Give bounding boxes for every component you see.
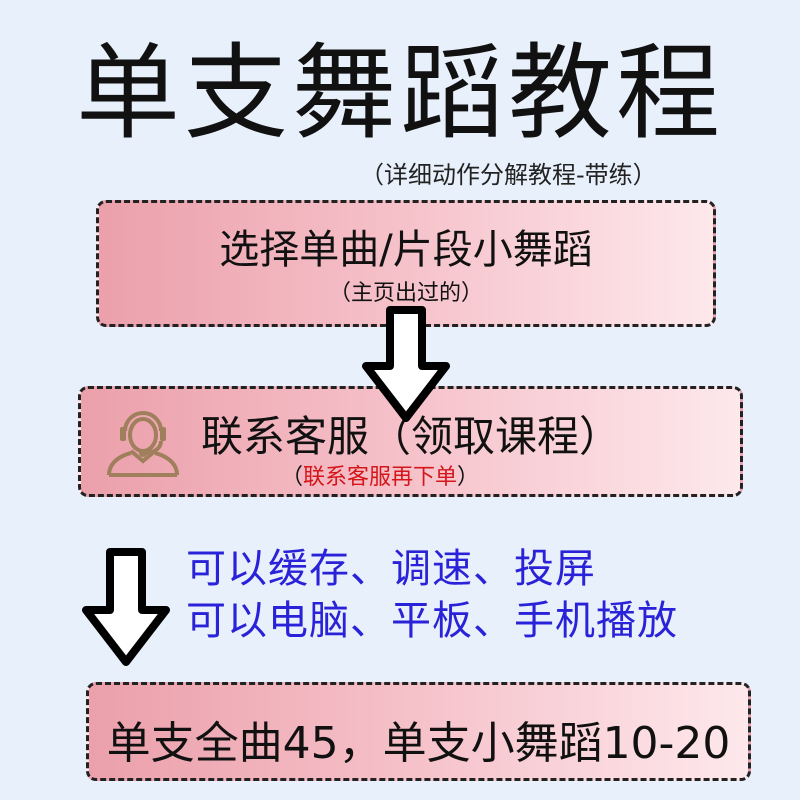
- step-select-dance: 选择单曲/片段小舞蹈 （主页出过的）: [96, 200, 716, 327]
- step1-note: （主页出过的）: [328, 281, 483, 306]
- step1-text: 选择单曲/片段小舞蹈: [219, 227, 593, 273]
- page-title: 单支舞蹈教程: [75, 32, 724, 154]
- subtitle: （详细动作分解教程-带练）: [360, 161, 657, 189]
- feature-line-1: 可以缓存、调速、投屏: [186, 546, 596, 592]
- price-text: 单支全曲45，单支小舞蹈10-20: [106, 718, 731, 769]
- step2-text: 联系客服（领取课程）: [201, 412, 622, 461]
- customer-service-headset-icon: [107, 411, 179, 477]
- down-arrow-icon: [362, 306, 450, 422]
- down-arrow-icon: [82, 548, 170, 666]
- price-box: 单支全曲45，单支小舞蹈10-20: [86, 682, 751, 781]
- feature-line-2: 可以电脑、平板、手机播放: [186, 598, 678, 644]
- step2-note: （联系客服再下单）: [281, 465, 480, 490]
